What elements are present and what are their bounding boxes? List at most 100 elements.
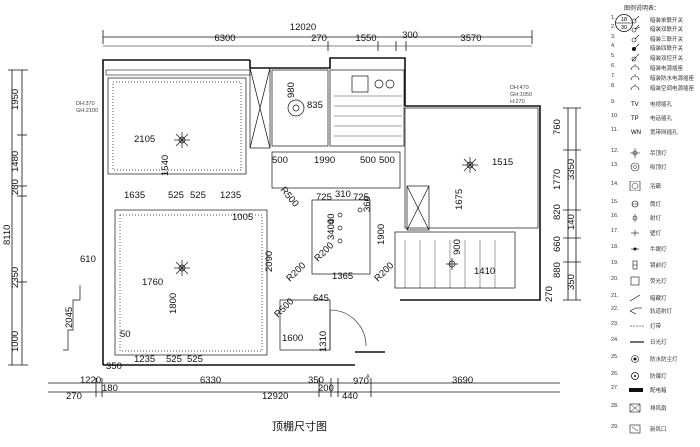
room-dim-r5: 525 [190, 190, 206, 201]
legend-symbol-icon: TP [631, 116, 639, 122]
legend-item-number: 10. [611, 113, 619, 119]
legend-badge: 18 30 [615, 14, 633, 32]
legend-item: 7.暗装防水电源插座 [606, 73, 700, 83]
legend-item-number: 8. [611, 83, 616, 89]
legend-symbol-icon [631, 24, 641, 33]
dim-right-d: 820 [552, 204, 563, 220]
legend-symbol-icon [632, 214, 638, 222]
legend-item: 13.吸顶灯 [606, 162, 700, 172]
legend-item: 25.防水防尘灯 [606, 354, 700, 364]
legend-symbol-icon [630, 84, 640, 91]
legend-item: 15.筒灯 [606, 199, 700, 209]
legend-item: 26.防爆灯 [606, 371, 700, 381]
dim-right-h: 270 [544, 286, 555, 302]
legend-symbol-icon [629, 181, 641, 191]
room-dim-b4: 1410 [474, 266, 495, 277]
legend-item: 17. 壁灯 [606, 228, 700, 238]
dim-right-i: 350 [566, 274, 577, 290]
legend-item: 19.镜前灯 [606, 260, 700, 270]
room-dim-l3: 1760 [142, 277, 163, 288]
legend-item: 3. 暗装三联开关 [606, 34, 700, 44]
legend-item-number: 16. [611, 213, 619, 219]
room-dim-b1: 1515 [492, 157, 513, 168]
legend-item-label: 轨道射灯 [650, 309, 673, 315]
legend-item: 23.灯带 [606, 321, 700, 331]
legend-symbol-icon [631, 247, 639, 251]
room-dim-r1: 2105 [134, 134, 155, 145]
legend-item: 1.暗装单联开关 [606, 15, 700, 25]
room-dim-c6: 40 [326, 213, 337, 224]
dim-left-total: 8110 [2, 225, 13, 245]
dim-left-a: 1950 [10, 89, 21, 110]
legend-item-number: 27. [611, 385, 619, 391]
room-dim-r4: 525 [168, 190, 184, 201]
dim-top-3: 1550 [355, 33, 376, 44]
dim-right-a: 760 [552, 119, 563, 135]
dim-bottom-7: 3690 [452, 375, 473, 386]
dim-bottom-total: 12920 [262, 391, 288, 402]
note-dh-left-2: GH:2100 [76, 108, 98, 114]
room-dim-p2: 1600 [282, 333, 303, 344]
dim-right-f: 660 [552, 236, 563, 252]
legend-item-number: 1. [611, 15, 616, 21]
radius-1: R500 [278, 185, 301, 209]
svg-text:TP: TP [631, 116, 639, 122]
legend-item-number: 21. [611, 293, 619, 299]
legend-symbol-icon [630, 341, 644, 343]
legend-badge-top: 18 [621, 17, 627, 23]
dim-bottom-2: 180 [102, 383, 118, 394]
dim-left-c: 280 [10, 179, 21, 195]
dim-top-total: 12020 [290, 22, 316, 33]
dim-bottom-e2: 440 [342, 391, 358, 402]
legend-item-label: 壁灯 [650, 231, 662, 237]
dim-left-e: 1000 [10, 331, 21, 352]
legend-item-label: 电视插孔 [650, 102, 673, 108]
dim-bottom-3: 6330 [200, 375, 221, 386]
room-dim-l6: 1235 [134, 354, 155, 365]
legend-item-number: 18. [611, 244, 619, 250]
legend-item-number: 15. [611, 199, 619, 205]
legend-item-label: 暗装三联开关 [650, 37, 684, 43]
legend-item-number: 14. [611, 181, 619, 187]
dim-bottom-e1: 270 [66, 391, 82, 402]
svg-text:WN: WN [631, 130, 641, 136]
room-dim-h4: 500 [379, 155, 395, 166]
room-dim-r6: 1235 [220, 190, 241, 201]
legend-item-label: 暗装双控开关 [650, 56, 684, 62]
room-dim-k1: 980 [286, 82, 297, 98]
dim-right-c: 1770 [552, 169, 563, 190]
legend-item: 24.日光灯 [606, 337, 700, 347]
legend-item: 6.暗装电源插座 [606, 63, 700, 73]
legend-item-number: 3. [611, 34, 616, 40]
dim-left-b: 1480 [10, 151, 21, 172]
dim-right-g: 880 [552, 262, 563, 278]
dim-top-4: 300 [402, 30, 418, 41]
legend-item: 21.暗藏灯 [606, 293, 700, 303]
dim-right-b: 3350 [566, 159, 577, 180]
legend-symbol-icon: WN [631, 130, 641, 136]
dim-top-5: 3570 [460, 33, 481, 44]
legend-item: 16.射灯 [606, 213, 700, 223]
legend-item-number: 12. [611, 148, 619, 154]
legend-item: 8.暗装空调电源插座 [606, 83, 700, 93]
legend-item-label: 防爆灯 [650, 374, 667, 380]
room-dim-r2: 1540 [160, 155, 171, 176]
legend-symbol-icon [630, 74, 640, 81]
legend-item-label: 防水防尘灯 [650, 357, 678, 363]
legend-item: 18.牛眼灯 [606, 244, 700, 254]
legend-item-number: 28. [611, 403, 619, 409]
drawing-caption: 顶棚尺寸图 [272, 421, 327, 433]
dim-bottom-5: 200 [318, 383, 334, 394]
legend-item-number: 19. [611, 260, 619, 266]
legend-symbol-icon [629, 294, 641, 302]
room-dim-p1: 645 [313, 293, 329, 304]
svg-text:TV: TV [631, 102, 639, 108]
room-dim-c3: 725 [353, 192, 369, 203]
legend-item-number: 20. [611, 276, 619, 282]
legend-item: 2.暗装双联开关 [606, 24, 700, 34]
legend-item-number: 17. [611, 228, 619, 234]
radius-2: R200 [284, 260, 308, 284]
